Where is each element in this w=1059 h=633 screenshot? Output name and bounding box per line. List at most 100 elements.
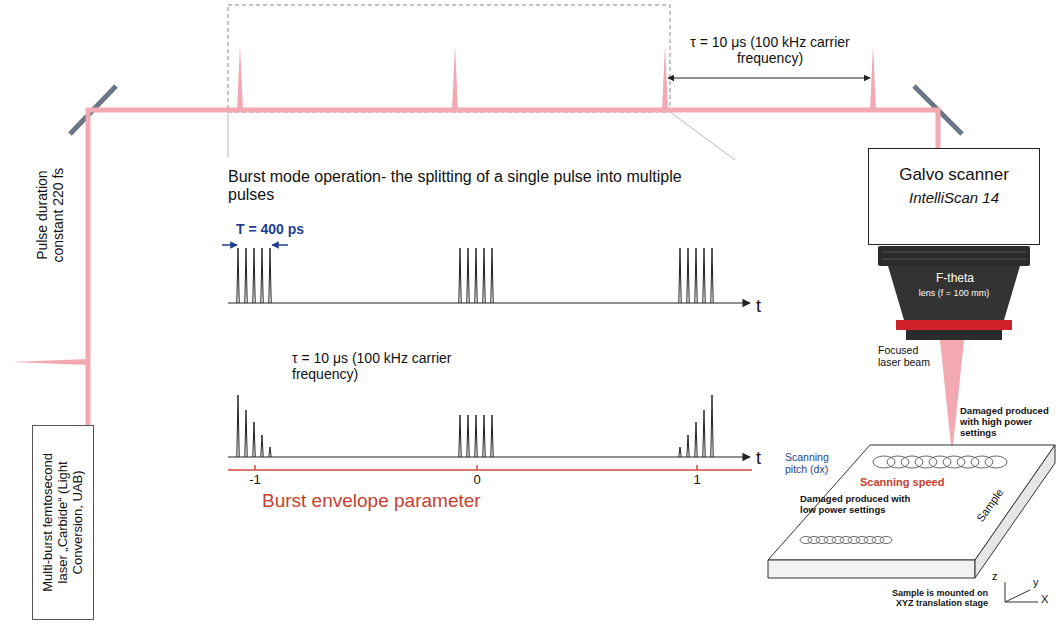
pulse-line [261, 248, 263, 303]
f-theta-lens [882, 259, 1026, 260]
sample-slab [768, 445, 1055, 578]
damage-spot [929, 456, 951, 468]
tick-label: 0 [462, 473, 492, 488]
scanner-model: IntelliScan 14 [877, 189, 1031, 206]
damage-spot [971, 456, 993, 468]
period-arrow [668, 78, 870, 79]
pulse-line [467, 248, 469, 303]
pulse-line [475, 415, 477, 457]
burst-width-arrow [222, 244, 237, 246]
period-label: τ = 10 μs (100 kHz carrier frequency) [670, 34, 870, 66]
pulse-line [237, 248, 239, 303]
damage-spot [887, 456, 909, 468]
damage-spot [873, 456, 895, 468]
f-theta-lens [878, 246, 1030, 340]
damage-spot [880, 537, 892, 544]
xyz-axes [1005, 590, 1030, 602]
pulse-line [253, 248, 255, 303]
pulse-line [695, 248, 697, 303]
pitch-label: Scanning pitch (dx) [785, 451, 847, 475]
pulse-line [253, 422, 255, 457]
pulse-line [687, 435, 689, 457]
dashed-zoom-box [670, 112, 735, 160]
dashed-zoom-box [228, 5, 670, 112]
pulse-line [269, 248, 271, 303]
damage-note: Damaged produced with high power setting… [960, 406, 1056, 439]
pulse-line [475, 248, 477, 303]
pulse-line [679, 248, 681, 303]
pulse-line [483, 415, 485, 457]
damage-spot [985, 456, 1007, 468]
envelope-axis [696, 465, 698, 470]
axis-label: z [992, 570, 998, 583]
pulse-line [491, 248, 493, 303]
pulse-line [711, 395, 713, 457]
pulse-spike [12, 359, 88, 365]
burst-width-arrow [222, 245, 288, 246]
axis-label: t [756, 448, 761, 469]
axis-label: y [1033, 576, 1039, 589]
lens-label: F-theta [905, 272, 1005, 286]
damage-note: Damaged produced with low power settings [800, 494, 920, 516]
laser-label: Multi-burst femtosecond laser „Carbide“ … [41, 443, 86, 603]
burst-pulses [237, 248, 713, 457]
pulse-line [237, 395, 239, 457]
f-theta-lens [882, 252, 1026, 253]
pulse-line [459, 248, 461, 303]
scanner-title: Galvo scanner [877, 165, 1031, 185]
pulse-spike [237, 45, 243, 110]
envelope-axis [254, 465, 256, 470]
tick-label: 1 [682, 473, 712, 488]
laser-beam [88, 110, 938, 425]
pulse-line [467, 415, 469, 457]
damage-spot [915, 456, 937, 468]
envelope-axis [228, 465, 752, 470]
dashed-zoom-box [228, 112, 229, 158]
damage-spot [901, 456, 923, 468]
pulse-line [245, 410, 247, 457]
pulse-spike [452, 45, 458, 110]
beam-label: Focused laser beam [878, 344, 936, 368]
scanner-box: Galvo scannerIntelliScan 14 [868, 148, 1040, 245]
envelope-axis [228, 469, 752, 471]
stage-note: Sample is mounted on XYZ translation sta… [876, 588, 988, 609]
f-theta-lens [888, 266, 1020, 320]
period-arrow [668, 78, 870, 79]
axis-label: t [756, 296, 761, 317]
time-axis [228, 456, 750, 457]
time-axis [228, 302, 750, 303]
pulse-line [695, 422, 697, 457]
sample-slab [768, 560, 975, 578]
pulse-spike [662, 45, 668, 110]
pulse-line [245, 248, 247, 303]
axis-label: X [1041, 593, 1048, 606]
xyz-axes [1005, 602, 1038, 603]
f-theta-lens [878, 246, 1030, 266]
damage-spot [800, 456, 1007, 544]
pulse-line [679, 447, 681, 457]
pulse-line [491, 415, 493, 457]
pulse-duration-label: Pulse duration constant 220 fs [34, 150, 66, 280]
f-theta-lens [896, 320, 1012, 330]
pulse-line [459, 415, 461, 457]
pulse-spike [870, 45, 876, 110]
period-label: τ = 10 μs (100 kHz carrier frequency) [292, 350, 512, 382]
envelope-axis [476, 465, 478, 470]
f-theta-lens [906, 330, 1002, 340]
damage-spot [957, 456, 979, 468]
tick-label: -1 [240, 473, 270, 488]
lens-focal-label: lens (f = 100 mm) [894, 288, 1014, 298]
sample-slab [768, 445, 1055, 560]
pulse-line [703, 410, 705, 457]
envelope-axis-title: Burst envelope parameter [262, 490, 592, 512]
pulse-line [687, 248, 689, 303]
pulse-line [703, 248, 705, 303]
pulse-line [483, 248, 485, 303]
burst-mode-heading: Burst mode operation- the splitting of a… [228, 168, 688, 205]
damage-spot [943, 456, 965, 468]
pulse-spike [12, 45, 876, 365]
sample-label: Sample [968, 477, 1013, 533]
pulse-line [261, 435, 263, 457]
